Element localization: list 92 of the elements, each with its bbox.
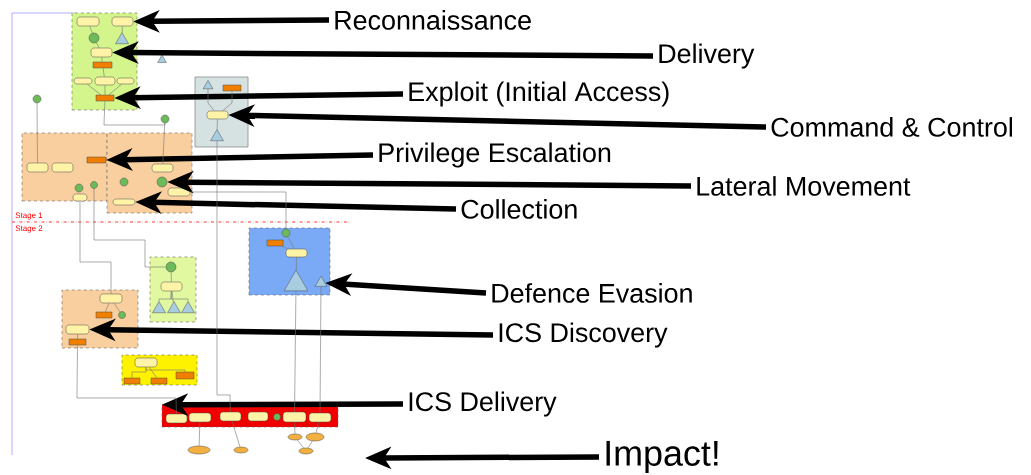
connector-line: [76, 344, 177, 415]
step-pill: [160, 281, 183, 292]
callout-label: Impact!: [606, 440, 718, 474]
connector-line: [294, 290, 297, 413]
step-pill: [111, 16, 134, 27]
triangle-symbol: [115, 32, 129, 44]
triangle-symbol: [210, 129, 224, 141]
step-pill: [76, 16, 100, 27]
step-pill: [206, 110, 229, 120]
connector-line: [121, 25, 123, 33]
step-box: [222, 84, 242, 92]
connector-line: [102, 67, 105, 78]
connector-line: [162, 122, 166, 165]
connector-line: [307, 440, 313, 449]
step-pill: [285, 248, 308, 258]
step-box: [92, 61, 113, 69]
step-pill: [72, 193, 88, 202]
connector-line: [319, 286, 322, 414]
step-pill: [167, 187, 191, 197]
callout-label: Exploit (Initial Access): [409, 81, 669, 107]
connector-line: [207, 88, 215, 112]
step-pill: [94, 76, 116, 86]
connector-line: [101, 56, 103, 63]
callout-label: Privilege Escalation: [379, 142, 611, 168]
connector-line: [231, 420, 241, 448]
callout-label: Lateral Movement: [697, 176, 911, 196]
callout-label: Reconnaissance: [335, 10, 531, 30]
callout-label: ICS Delivery: [409, 391, 557, 417]
step-pill: [99, 293, 123, 304]
connector-line: [105, 302, 110, 313]
callout-label: Delivery: [659, 43, 755, 69]
connector-line: [79, 200, 112, 295]
triangle-symbol: [152, 301, 166, 313]
connector-line: [216, 140, 231, 413]
connector-line: [222, 90, 233, 112]
connector-line: [89, 25, 93, 34]
triangle-symbol: [314, 275, 328, 287]
step-pill: [282, 411, 307, 423]
connector-line: [297, 439, 304, 449]
connector-line: [149, 366, 157, 379]
connector-line: [171, 290, 174, 303]
connector-line: [189, 191, 287, 230]
step-box: [150, 377, 168, 385]
connector-line: [108, 83, 122, 96]
connector-line: [198, 421, 201, 447]
step-box: [68, 338, 87, 346]
connector-line: [96, 42, 100, 49]
connector-line: [103, 100, 166, 126]
connector-line: [36, 102, 38, 164]
step-pill: [65, 324, 90, 335]
step-box: [123, 377, 141, 385]
step-box: [95, 94, 115, 102]
connector-line: [77, 333, 78, 340]
connector-line: [104, 84, 106, 96]
step-pill: [90, 47, 113, 58]
callout-label: ICS Discovery: [499, 322, 668, 348]
connector-line: [145, 366, 186, 373]
callout-label: Defence Evasion: [492, 283, 692, 303]
connector-line: [315, 421, 320, 434]
triangle-symbol: [157, 54, 167, 63]
step-pill: [51, 162, 74, 173]
connector-line: [281, 245, 288, 250]
triangle-symbol: [181, 301, 195, 313]
connector-line: [294, 421, 296, 435]
callout-label: Collection: [461, 199, 577, 219]
step-pill: [219, 411, 242, 422]
connector-line: [295, 256, 297, 271]
connector-line: [113, 302, 121, 313]
triangle-symbol: [167, 301, 181, 313]
step-pill: [188, 412, 212, 423]
connector-line: [287, 236, 295, 250]
step-box: [175, 371, 195, 380]
step-pill: [247, 411, 269, 422]
step-pill: [112, 198, 136, 206]
connector-line: [93, 188, 167, 268]
step-pill: [116, 77, 135, 85]
step-pill: [165, 413, 188, 424]
step-pill: [73, 77, 93, 85]
connector-line: [86, 83, 102, 96]
callout-label: Command & Control: [771, 117, 1012, 137]
step-pill: [308, 412, 332, 423]
step-box: [95, 311, 113, 319]
step-pill: [134, 357, 158, 368]
connector-line: [216, 118, 218, 130]
step-pill: [26, 162, 49, 173]
triangle-symbol: [283, 270, 309, 292]
step-pill: [151, 163, 174, 173]
connector-line: [170, 290, 189, 302]
step-box: [86, 156, 107, 164]
step-box: [266, 239, 284, 247]
triangle-symbol: [202, 80, 214, 90]
connector-line: [170, 271, 172, 283]
